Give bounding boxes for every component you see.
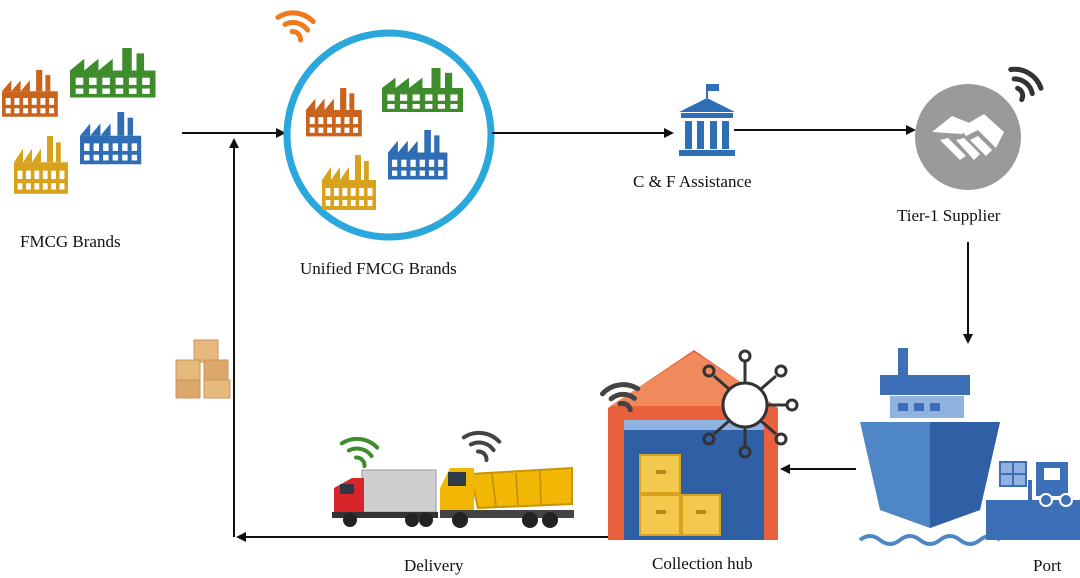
factory-icon <box>2 70 58 117</box>
collection-hub-label: Collection hub <box>652 554 753 573</box>
factory-icon <box>306 88 362 137</box>
factory-icon <box>80 112 142 165</box>
unified-fmcg-brands-label: Unified FMCG Brands <box>300 259 457 278</box>
cf-assistance-label: C & F Assistance <box>633 172 752 191</box>
wifi-icon <box>1011 62 1043 100</box>
unified-ring <box>283 29 495 241</box>
factory-icon <box>322 155 376 210</box>
dump-truck-icon <box>440 422 574 528</box>
port-label: Port <box>1033 556 1062 575</box>
ship-icon <box>858 348 1002 546</box>
factory-icon <box>382 68 463 112</box>
warehouse-icon <box>602 350 778 540</box>
delivery-label: Delivery <box>404 556 464 575</box>
factory-icon <box>70 48 156 98</box>
handshake-icon <box>915 62 1042 190</box>
forklift-icon <box>986 461 1080 540</box>
fmcg-brands-label: FMCG Brands <box>20 232 121 251</box>
wifi-icon <box>464 422 502 460</box>
wifi-icon <box>342 428 380 466</box>
factory-icon <box>388 130 448 180</box>
wifi-icon <box>278 2 316 40</box>
fmcg-brands-group <box>2 48 156 194</box>
unified-fmcg-group <box>278 2 495 241</box>
bank-icon <box>679 84 735 156</box>
boxes-icon <box>175 339 231 399</box>
network-icon <box>702 349 799 459</box>
tier1-supplier-label: Tier-1 Supplier <box>897 206 1001 225</box>
factory-icon <box>14 136 68 194</box>
truck-icon <box>332 428 438 527</box>
